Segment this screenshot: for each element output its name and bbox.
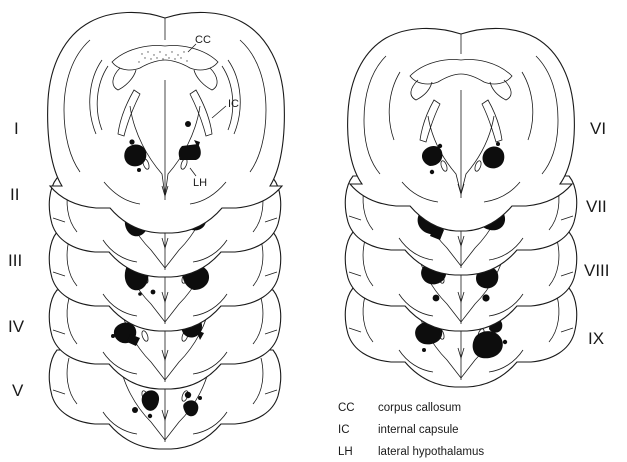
legend-text-ic: internal capsule [378,424,459,436]
section-i [48,12,285,233]
legend: CC corpus callosum IC internal capsule L… [338,402,484,458]
section-label-ix: IX [588,329,604,348]
section-vi [348,28,575,231]
label-cc: CC [195,34,211,46]
label-lh: LH [193,177,207,189]
legend-abbr-cc: CC [338,402,355,414]
section-label-vi: VI [590,119,606,138]
label-ic: IC [228,98,239,110]
section-label-i: I [14,119,19,138]
legend-abbr-ic: IC [338,424,350,436]
legend-text-lh: lateral hypothalamus [378,446,484,458]
section-label-iii: III [8,251,22,270]
section-label-vii: VII [586,197,607,216]
section-label-v: V [12,381,24,400]
legend-abbr-lh: LH [338,446,353,458]
section-label-viii: VIII [584,261,610,280]
section-label-ii: II [10,185,19,204]
legend-text-cc: corpus callosum [378,402,461,414]
section-label-iv: IV [8,317,25,336]
